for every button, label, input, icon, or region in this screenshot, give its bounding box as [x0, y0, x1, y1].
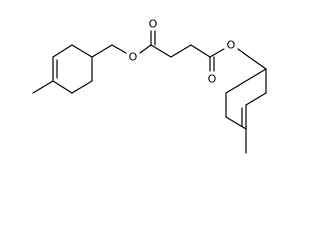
atom-label-o: O	[129, 51, 138, 64]
o-carbonyl-left-bond	[139, 44, 152, 54]
ch2-right-bond	[248, 56, 267, 70]
atom-label-o: O	[149, 18, 158, 31]
ch2-o-right-bond	[237, 48, 250, 58]
chain-bond	[170, 44, 192, 58]
atom-label-o: O	[227, 39, 236, 52]
chain-bond	[150, 44, 172, 58]
ring-left-bond	[52, 44, 73, 58]
ch2-o-left-bond	[111, 44, 127, 54]
ring-right-bond	[225, 116, 247, 130]
ring-right-bond	[225, 68, 267, 94]
atom-labels: O O O O	[129, 18, 236, 86]
ring-left-bond	[71, 80, 93, 94]
o-carbonyl-right-bond	[209, 48, 225, 58]
bond-lines	[32, 30, 267, 154]
ch2-left-bond	[91, 44, 113, 58]
ring-right-bond	[245, 92, 267, 106]
ring-left-bond	[71, 44, 93, 58]
molecule-structure: O O O O	[32, 18, 267, 154]
chain-bond	[190, 44, 211, 58]
methyl-left-bond	[32, 80, 54, 94]
atom-label-o: O	[208, 73, 217, 86]
ring-left-bond	[52, 80, 73, 94]
